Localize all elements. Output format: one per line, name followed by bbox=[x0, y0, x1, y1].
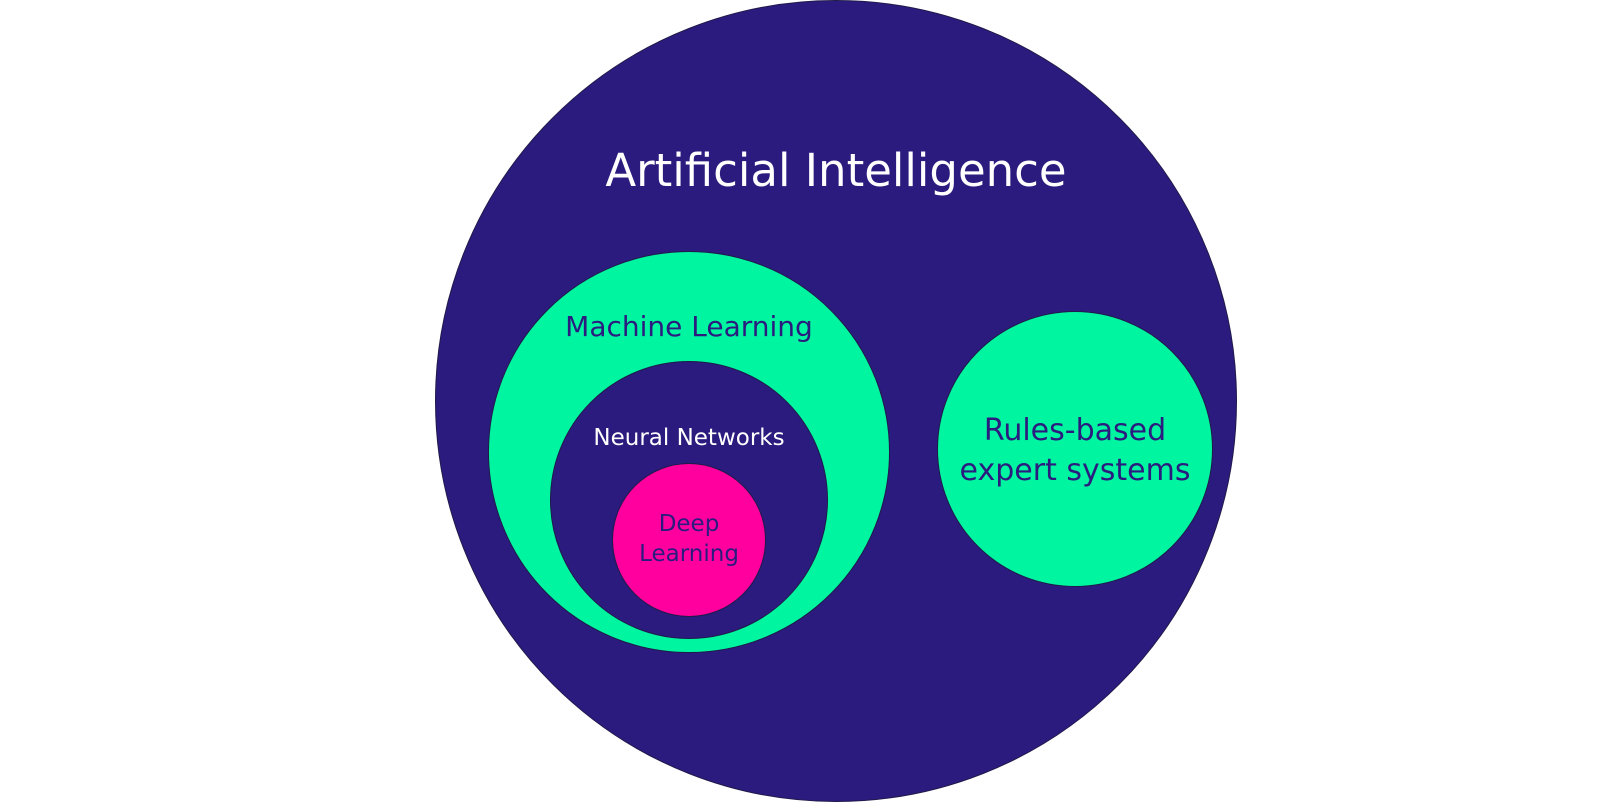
rules-based-label-line1: Rules-based bbox=[983, 413, 1167, 448]
machine-learning-label: Machine Learning bbox=[565, 310, 813, 343]
rules-based-label-line2: expert systems bbox=[959, 453, 1191, 488]
deep-learning-label-line1: Deep bbox=[658, 511, 720, 537]
rules-based-expert-systems-label: Rules-based expert systems bbox=[900, 411, 1250, 491]
artificial-intelligence-label: Artificial Intelligence bbox=[605, 144, 1067, 197]
deep-learning-label: Deep Learning bbox=[614, 509, 764, 569]
neural-networks-label: Neural Networks bbox=[593, 425, 785, 451]
rules-based-expert-systems-circle bbox=[937, 311, 1213, 587]
deep-learning-circle bbox=[612, 463, 766, 617]
deep-learning-label-line2: Learning bbox=[639, 541, 739, 567]
